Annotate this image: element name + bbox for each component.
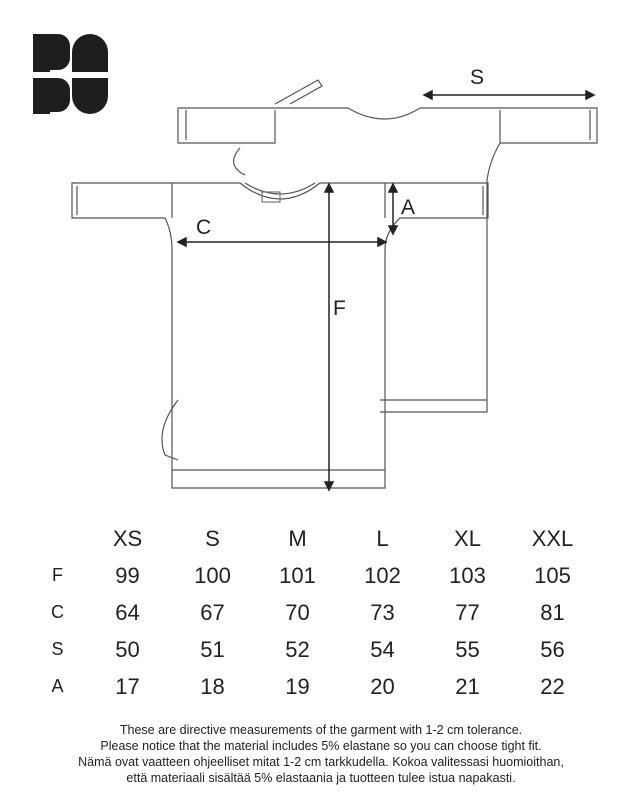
cell: 64 [115, 599, 140, 625]
cell: 51 [200, 636, 225, 662]
note-line: These are directive measurements of the … [119, 723, 523, 737]
cell: 54 [370, 636, 395, 662]
label-s: S [470, 66, 485, 89]
label-f: F [333, 297, 346, 320]
cell: 103 [449, 562, 486, 588]
cell: 105 [534, 562, 571, 588]
table-row: F 99 100 101 102 103 105 [30, 557, 595, 594]
cell: 67 [200, 599, 225, 625]
cell: 73 [370, 599, 395, 625]
label-a: A [401, 196, 416, 219]
cell: 101 [279, 562, 316, 588]
cell: 55 [455, 636, 480, 662]
row-label: F [52, 565, 63, 585]
cell: 99 [115, 562, 140, 588]
size-table: XS S M L XL XXL F 99 100 101 102 103 105… [30, 520, 595, 705]
cell: 22 [540, 673, 565, 699]
row-label: C [51, 602, 64, 622]
size-header: XS [112, 525, 143, 551]
cell: 81 [540, 599, 565, 625]
size-header-row: XS S M L XL XXL [30, 520, 595, 557]
label-c: C [196, 216, 212, 239]
cell: 100 [194, 562, 231, 588]
cell: 19 [285, 673, 310, 699]
cell: 102 [364, 562, 401, 588]
size-header: M [288, 525, 307, 551]
note-line: Nämä ovat vaatteen ohjeelliset mitat 1-2… [78, 755, 564, 769]
table-row: A 17 18 19 20 21 22 [30, 668, 595, 705]
cell: 20 [370, 673, 395, 699]
size-header: S [205, 525, 220, 551]
front-garment [71, 182, 489, 489]
back-garment [177, 79, 598, 413]
cell: 21 [455, 673, 480, 699]
size-header: XL [454, 525, 481, 551]
table-row: S 50 51 52 54 55 56 [30, 631, 595, 668]
note-line: Please notice that the material includes… [100, 739, 542, 753]
cell: 50 [115, 636, 140, 662]
cell: 70 [285, 599, 310, 625]
cell: 17 [115, 673, 140, 699]
table-row: C 64 67 70 73 77 81 [30, 594, 595, 631]
papu-logo [33, 34, 108, 114]
row-label: A [51, 676, 64, 696]
size-header: XXL [531, 525, 574, 551]
row-label: S [51, 639, 64, 659]
cell: 77 [455, 599, 480, 625]
measurement-notes: These are directive measurements of the … [0, 722, 642, 786]
size-header: L [376, 525, 389, 551]
note-line: että materiaali sisältää 5% elastaania j… [126, 771, 516, 785]
cell: 52 [285, 636, 310, 662]
cell: 56 [540, 636, 565, 662]
measure-arrows [176, 89, 596, 492]
cell: 18 [200, 673, 225, 699]
garment-diagram [33, 34, 598, 492]
